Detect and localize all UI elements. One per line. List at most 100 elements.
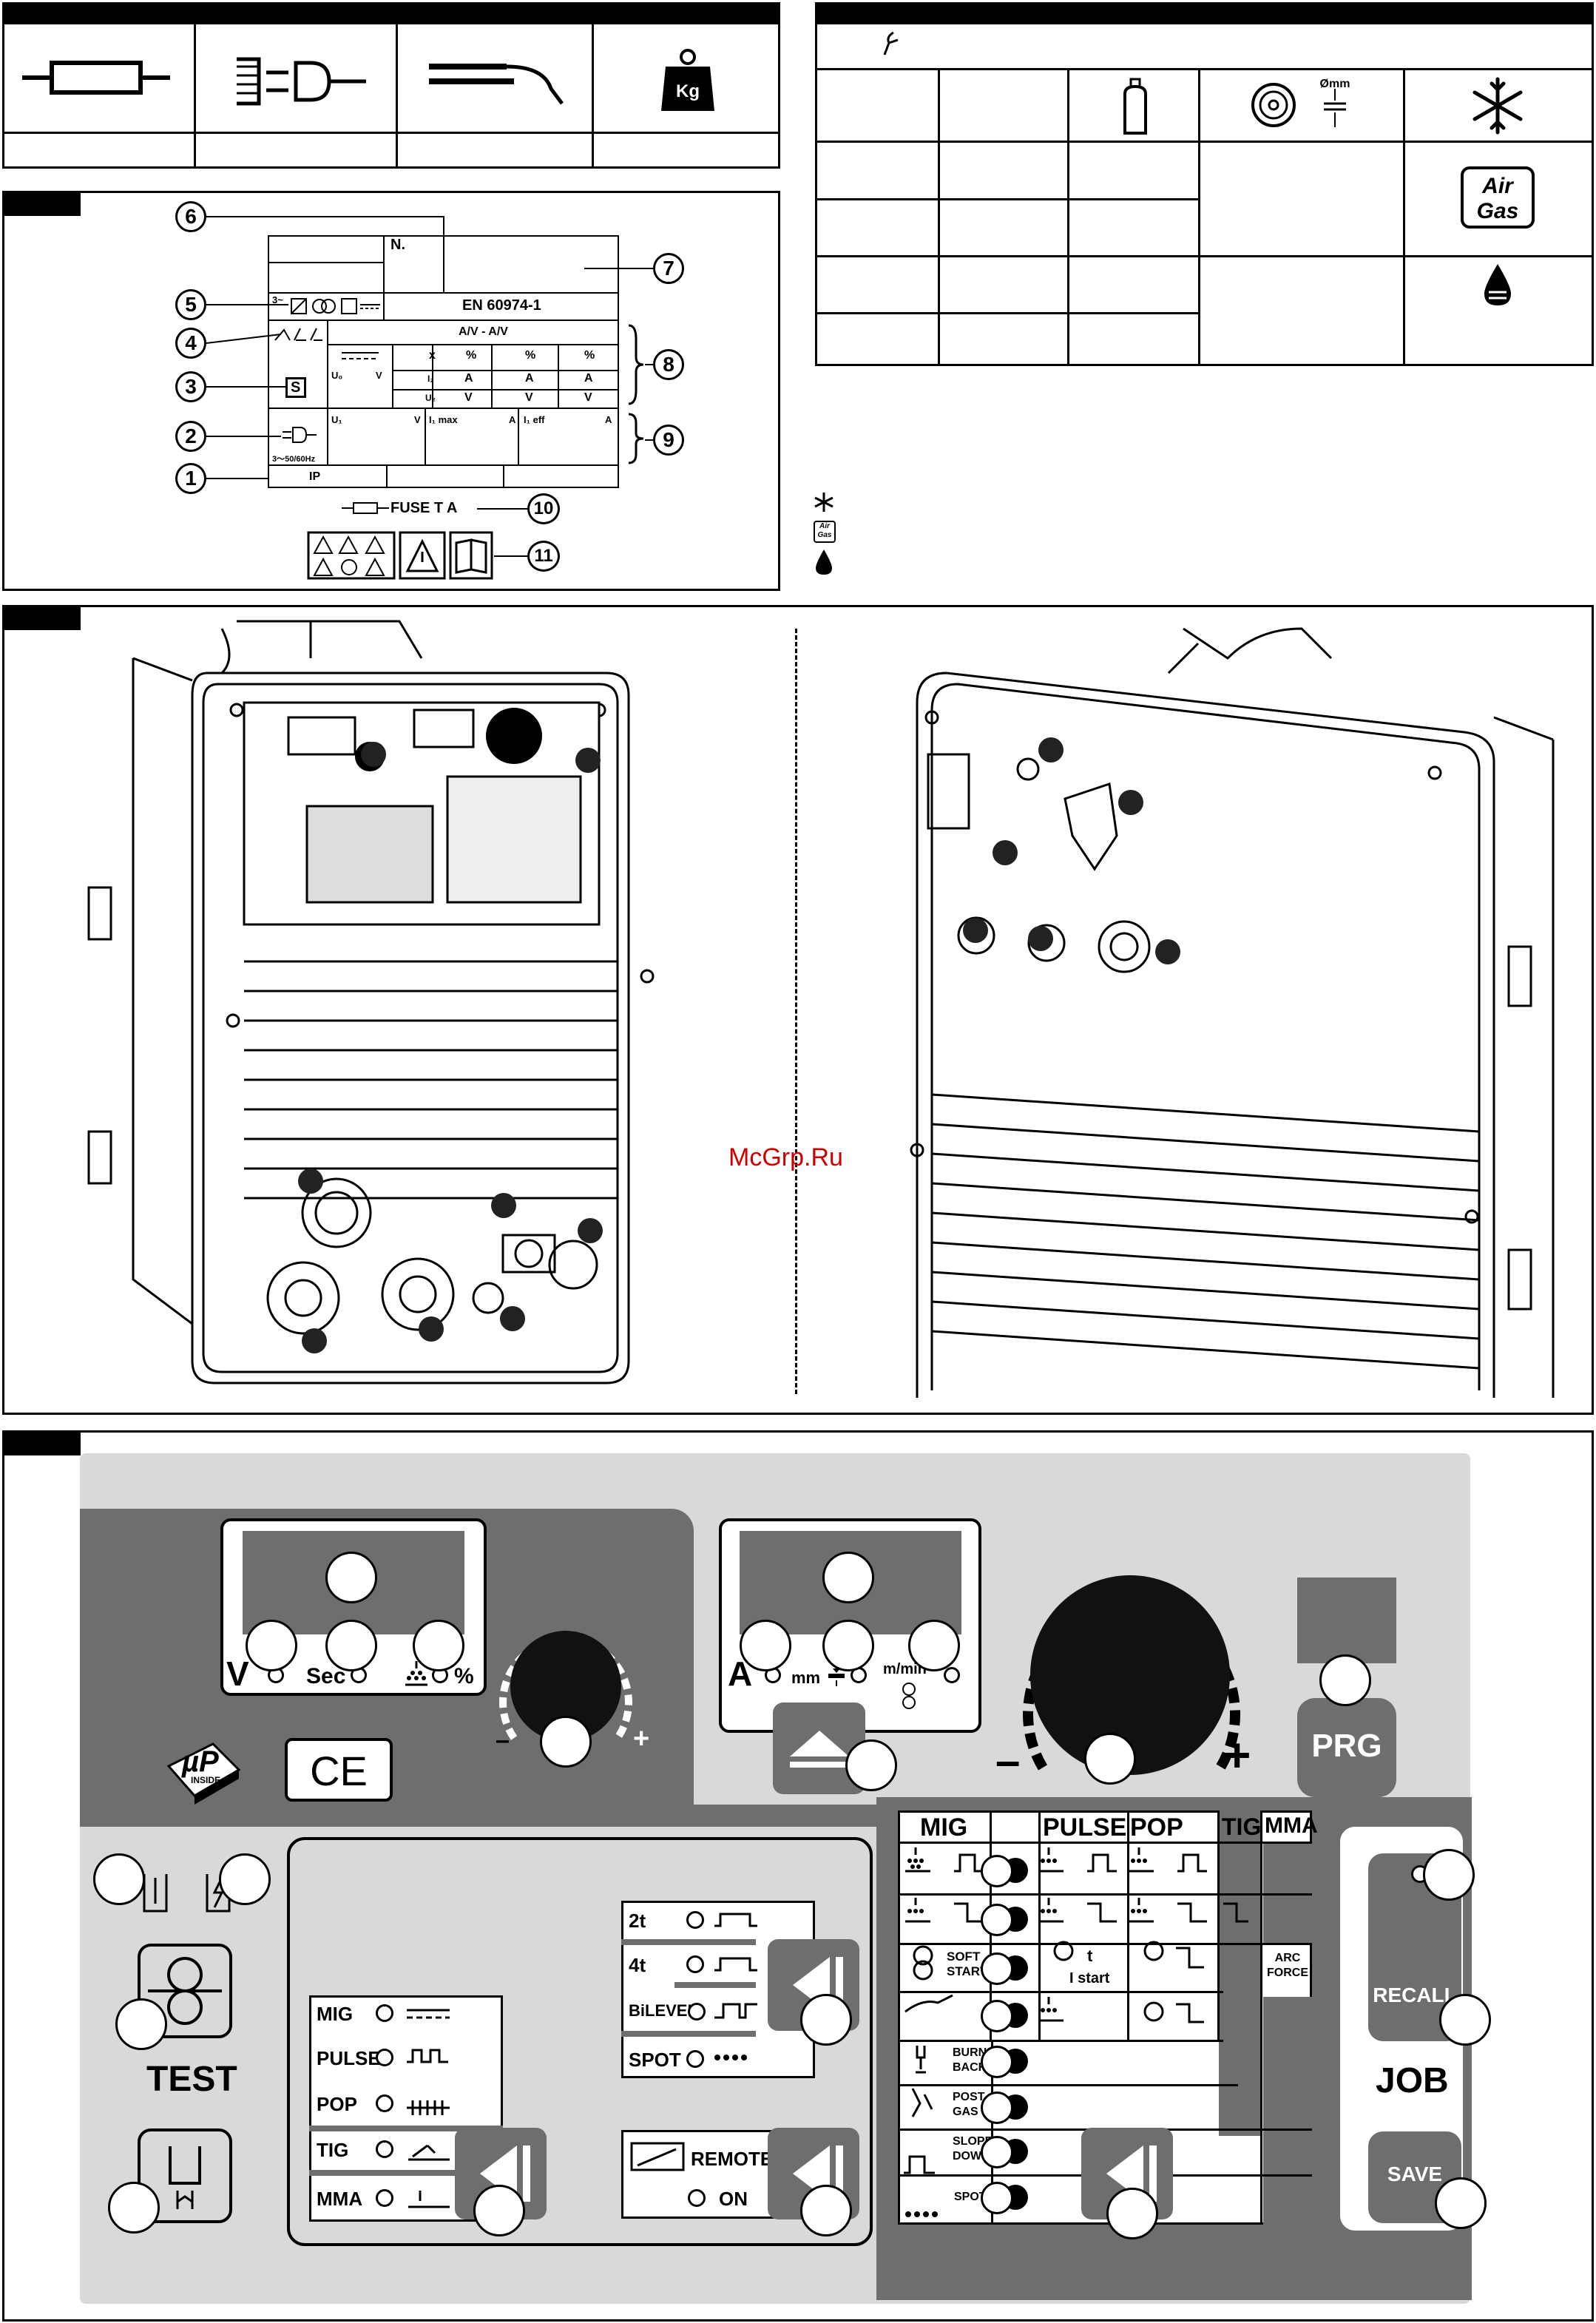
weight-kg-icon: Kg [661, 49, 714, 111]
process-grid-icons [904, 1847, 1248, 2023]
plug-icon [283, 427, 317, 443]
callout-dot [302, 1328, 327, 1353]
water-drop-icon [1484, 264, 1511, 305]
callout-circle [800, 2185, 852, 2236]
snowflake-icon [814, 493, 833, 512]
gas-test-icon [143, 1874, 168, 1913]
callout-dot [575, 748, 601, 773]
callout-circle [1319, 1654, 1371, 1706]
brace-8-icon [628, 324, 644, 405]
main-knob-arc [1023, 1605, 1240, 1771]
callout-leaders [206, 216, 653, 557]
pop-led [376, 2094, 393, 2112]
table2-header-bar [815, 2, 1594, 23]
callout-8: 8 [653, 349, 684, 380]
prg-button[interactable]: PRG [1297, 1698, 1396, 1797]
trigger-list [621, 1901, 815, 2078]
bilevel-led [688, 2003, 706, 2021]
callout-circle [981, 2092, 1013, 2124]
prg-indicator [1297, 1578, 1396, 1663]
welding-process-icon [274, 328, 322, 341]
fuse-icon [22, 61, 170, 95]
torch-cable-icon [429, 64, 564, 105]
figure-tab [2, 191, 81, 216]
callout-circle [981, 2182, 1013, 2214]
table1 [2, 22, 780, 169]
callout-circle [740, 1620, 791, 1671]
wire-feed-icon [902, 1683, 916, 1709]
callout-dot [298, 1169, 323, 1194]
figure-tab [2, 605, 81, 630]
callout-circle [540, 1716, 592, 1768]
callout-circle [845, 1739, 897, 1791]
2t-led [686, 1911, 704, 1929]
figure-tab [2, 1430, 81, 1455]
callout-circle [981, 1904, 1013, 1936]
callout-circle [1439, 1994, 1491, 2046]
callout-circle [822, 1552, 874, 1603]
rating-plate-figure [2, 191, 780, 591]
callout-circle [108, 2182, 160, 2234]
callout-circle [93, 1853, 145, 1905]
callout-circle [822, 1620, 874, 1671]
callout-dot [361, 742, 386, 767]
mode-section [287, 1837, 873, 2246]
callout-circle [981, 2136, 1013, 2168]
control-panel-figure [2, 1430, 1594, 2322]
callout-circle [246, 1620, 297, 1671]
callout-circle [473, 2185, 525, 2236]
mma-led [376, 2189, 393, 2207]
callout-9: 9 [653, 425, 684, 456]
gas-test-button[interactable] [138, 2128, 232, 2223]
callout-dot [578, 1218, 603, 1243]
4t-led [686, 1955, 704, 1973]
air-gas-icon: Air Gas [814, 521, 836, 543]
plug-cable-icon [237, 57, 366, 106]
air-gas-icon: Air Gas [1461, 166, 1535, 229]
recall-button[interactable]: RECALL [1368, 1942, 1461, 2041]
callout-dot [1038, 737, 1064, 763]
machine-front-drawing [87, 620, 655, 1384]
callout-dot [993, 840, 1018, 865]
up-inside-logo: µP INSIDE [161, 1737, 243, 1810]
remote-on-led [688, 2189, 706, 2207]
callout-dot [1028, 926, 1053, 951]
machine-rear-drawing [910, 627, 1555, 1398]
trigger-wave-icons [714, 1913, 757, 2060]
table2 [815, 22, 1594, 366]
figure-split-line [795, 629, 797, 1394]
table1-header-bar [2, 2, 780, 23]
callout-circle [981, 1952, 1013, 1985]
tig-led [376, 2140, 393, 2158]
table1-divider [2, 132, 780, 134]
callout-dot [963, 918, 988, 943]
wire-speed-icon [883, 31, 899, 55]
callout-dot [500, 1306, 525, 1331]
machine-figure [2, 605, 1594, 1415]
mode-wave-icons [407, 2009, 450, 2208]
watermark: McGrp.Ru [728, 1143, 843, 1171]
lower-band-left [80, 1805, 893, 1819]
wire-feed-test-button[interactable] [138, 1944, 232, 2038]
param-select-button[interactable] [1081, 2128, 1173, 2219]
param-icons [904, 2046, 938, 2217]
svg-text:Ømm: Ømm [1320, 78, 1350, 90]
callout-1: 1 [175, 463, 206, 494]
callout-dot [1155, 939, 1180, 964]
snowflake-icon [1472, 77, 1523, 135]
callout-circle [325, 1552, 377, 1603]
callout-dot [419, 1316, 444, 1342]
mig-led [376, 2004, 393, 2022]
callout-circle [1435, 2177, 1487, 2229]
mmin-led [944, 1667, 960, 1683]
callout-circle [908, 1620, 960, 1671]
svg-text:Kg: Kg [676, 81, 700, 101]
gas-cylinder-icon [1123, 78, 1147, 135]
callout-circle [1084, 1733, 1136, 1785]
callout-circle [115, 1998, 167, 2050]
fuse-icon [342, 502, 389, 514]
callout-circle [981, 2046, 1013, 2078]
callout-dot [1118, 790, 1143, 815]
callout-circle [1423, 1849, 1475, 1901]
remote-icon [630, 2142, 685, 2171]
